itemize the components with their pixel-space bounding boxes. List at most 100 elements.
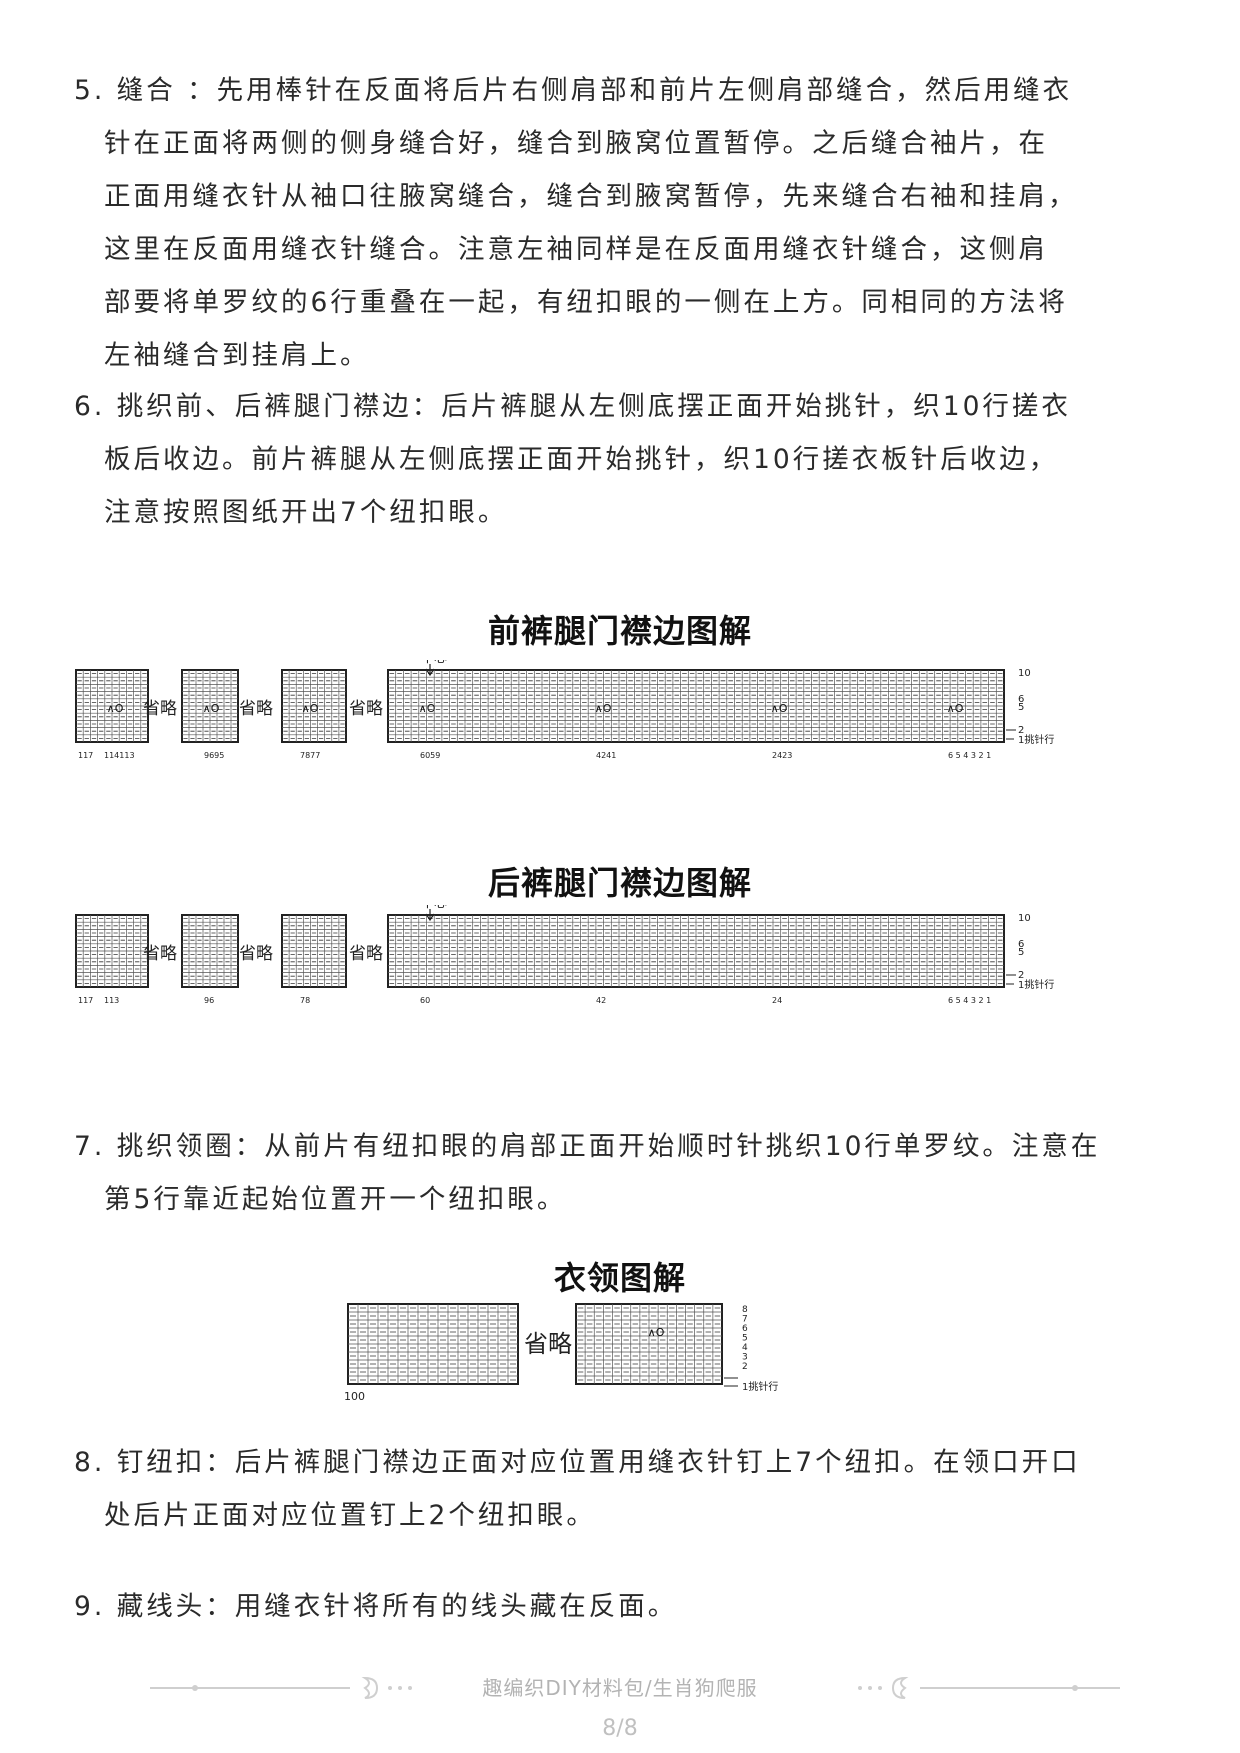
pickup-row-label: 1挑针行 [1018, 978, 1054, 991]
chart-segment-3 [281, 669, 347, 743]
collar-row-label-4: 4 [742, 1343, 748, 1353]
chart-segment-4-lines [388, 670, 1004, 742]
buttonhole-symbol-4: ∧O [419, 702, 436, 715]
center-arrow [425, 909, 435, 922]
page-number: 8/8 [602, 1716, 638, 1741]
chart-segment-4 [387, 669, 1005, 743]
chart-segment-4 [387, 914, 1005, 988]
chart-segment-1-lines [76, 915, 148, 987]
collar-row-label-5: 5 [742, 1334, 748, 1344]
row-arrows [1006, 974, 1016, 985]
chart-segment-3-stitch-marks [283, 918, 345, 984]
collar-grid-left-stitch-marks [350, 1307, 516, 1381]
step-6-paragraph: 6. 挑织前、后裤腿门襟边：后片裤腿从左侧底摆正面开始挑针，织10行搓衣 板后收… [74, 380, 1174, 539]
collar-row-label-7: 7 [742, 1315, 748, 1325]
footer-brand: 趣编织DIY材料包/生肖狗爬服 [482, 1676, 758, 1700]
column-label-2: 113 [104, 996, 119, 1005]
step-5-line-1: 5. 缝合 ：先用棒针在反面将后片右侧肩部和前片左侧肩部缝合，然后用缝衣 [74, 75, 1073, 106]
chart-segment-4-stitch-marks [389, 918, 1003, 984]
chart-segment-2 [181, 669, 239, 743]
center-label: 中心 [421, 905, 447, 911]
back-placket-chart: 省略省略省略中心106521挑针行11711396786042246 5 4 3… [75, 905, 1054, 1005]
chart-segment-2-lines [182, 915, 238, 987]
step-6-line-2: 板后收边。前片裤腿从左侧底摆正面开始挑针，织10行搓衣板针后收边， [104, 444, 1059, 475]
chart-segment-4-stitch-marks [389, 673, 1003, 739]
column-label-6: 4241 [596, 751, 616, 760]
step-5-line-4: 这里在反面用缝衣针缝合。注意左袖同样是在反面用缝衣针缝合，这侧肩 [104, 234, 1048, 265]
step-7-line-2: 第5行靠近起始位置开一个纽扣眼。 [104, 1184, 567, 1215]
row-label-5: 5 [1018, 702, 1024, 713]
collar-pickup-label: 1挑针行 [742, 1380, 778, 1393]
buttonhole-symbol-7: ∧O [947, 702, 964, 715]
column-label-6: 42 [596, 996, 606, 1005]
collar-omit-label: 省略 [524, 1330, 572, 1358]
step-7-paragraph: 7. 挑织领圈：从前片有纽扣眼的肩部正面开始顺时针挑织10行单罗纹。注意在 第5… [74, 1120, 1174, 1226]
column-label-7: 24 [772, 996, 782, 1005]
row-label-6: 6 [1018, 694, 1024, 705]
collar-chart-title: 衣领图解 [553, 1259, 686, 1297]
step-8-line-2: 处后片正面对应位置钉上2个纽扣眼。 [104, 1500, 596, 1531]
column-label-5: 6059 [420, 751, 440, 760]
chart-segment-1 [75, 914, 149, 988]
back-chart-title: 后裤腿门襟边图解 [487, 864, 752, 902]
row-label-2: 2 [1018, 725, 1024, 736]
front-chart-title: 前裤腿门襟边图解 [487, 612, 752, 650]
chart-segment-1-stitch-marks [77, 673, 147, 739]
omit-label-3: 省略 [349, 944, 383, 964]
step-5-paragraph: 5. 缝合 ：先用棒针在反面将后片右侧肩部和前片左侧肩部缝合，然后用缝衣 针在正… [74, 64, 1174, 382]
column-label-4: 78 [300, 996, 310, 1005]
collar-buttonhole-symbol: ∧O [648, 1326, 665, 1339]
step-8-paragraph: 8. 钉纽扣：后片裤腿门襟边正面对应位置用缝衣针钉上7个纽扣。在领口开口 处后片… [74, 1436, 1174, 1542]
footer-ornament-right [858, 1676, 1120, 1699]
omit-label-1: 省略 [143, 944, 177, 964]
collar-row-label-2: 2 [742, 1362, 748, 1372]
column-label-1: 117 [78, 996, 93, 1005]
row-label-10: 10 [1018, 668, 1031, 679]
step-9-paragraph: 9. 藏线头：用缝衣针将所有的线头藏在反面。 [74, 1580, 1174, 1633]
chart-segment-3 [281, 914, 347, 988]
chart-segment-1 [75, 669, 149, 743]
chart-segment-2 [181, 914, 239, 988]
chart-segment-2-stitch-marks [183, 918, 237, 984]
center-arrow [425, 664, 435, 677]
column-label-8: 6 5 4 3 2 1 [948, 751, 991, 760]
column-label-3: 96 [204, 996, 214, 1005]
collar-grid-right [575, 1303, 723, 1385]
step-5-line-3: 正面用缝衣针从袖口往腋窝缝合，缝合到腋窝暂停，先来缝合右袖和挂肩， [104, 181, 1078, 212]
buttonhole-symbol-5: ∧O [595, 702, 612, 715]
collar-grid-left [347, 1303, 519, 1385]
column-label-8: 6 5 4 3 2 1 [948, 996, 991, 1005]
chart-segment-2-stitch-marks [183, 673, 237, 739]
step-5-line-2: 针在正面将两侧的侧身缝合好，缝合到腋窝位置暂停。之后缝合袖片，在 [104, 128, 1048, 159]
omit-label-1: 省略 [143, 699, 177, 719]
step-5-line-6: 左袖缝合到挂肩上。 [104, 340, 370, 371]
row-label-2: 2 [1018, 970, 1024, 981]
chart-segment-3-lines [282, 670, 346, 742]
row-arrows [1006, 729, 1016, 740]
buttonhole-symbol-1: ∧O [107, 702, 124, 715]
chart-segment-1-stitch-marks [77, 918, 147, 984]
front-placket-chart: 省略省略省略中心∧O∧O∧O∧O∧O∧O∧O106521挑针行117114113… [75, 660, 1054, 760]
row-label-6: 6 [1018, 939, 1024, 950]
collar-row-label-8: 8 [742, 1305, 748, 1315]
column-label-2: 114113 [104, 751, 135, 760]
column-label-3: 9695 [204, 751, 224, 760]
collar-row-label-3: 3 [742, 1353, 748, 1363]
row-label-5: 5 [1018, 947, 1024, 958]
chart-segment-2-lines [182, 670, 238, 742]
step-8-line-1: 8. 钉纽扣：后片裤腿门襟边正面对应位置用缝衣针钉上7个纽扣。在领口开口 [74, 1447, 1081, 1478]
buttonhole-symbol-3: ∧O [302, 702, 319, 715]
buttonhole-symbol-6: ∧O [771, 702, 788, 715]
pickup-row-label: 1挑针行 [1018, 733, 1054, 746]
step-6-line-3: 注意按照图纸开出7个纽扣眼。 [104, 497, 508, 528]
column-label-4: 7877 [300, 751, 320, 760]
collar-grid-left-lines [348, 1304, 518, 1384]
collar-grid-right-lines [576, 1304, 722, 1384]
chart-segment-3-lines [282, 915, 346, 987]
omit-label-3: 省略 [349, 699, 383, 719]
footer-ornament-left [150, 1676, 412, 1699]
chart-segment-3-stitch-marks [283, 673, 345, 739]
step-6-line-1: 6. 挑织前、后裤腿门襟边：后片裤腿从左侧底摆正面开始挑针，织10行搓衣 [74, 391, 1071, 422]
collar-row-arrows [724, 1377, 738, 1387]
